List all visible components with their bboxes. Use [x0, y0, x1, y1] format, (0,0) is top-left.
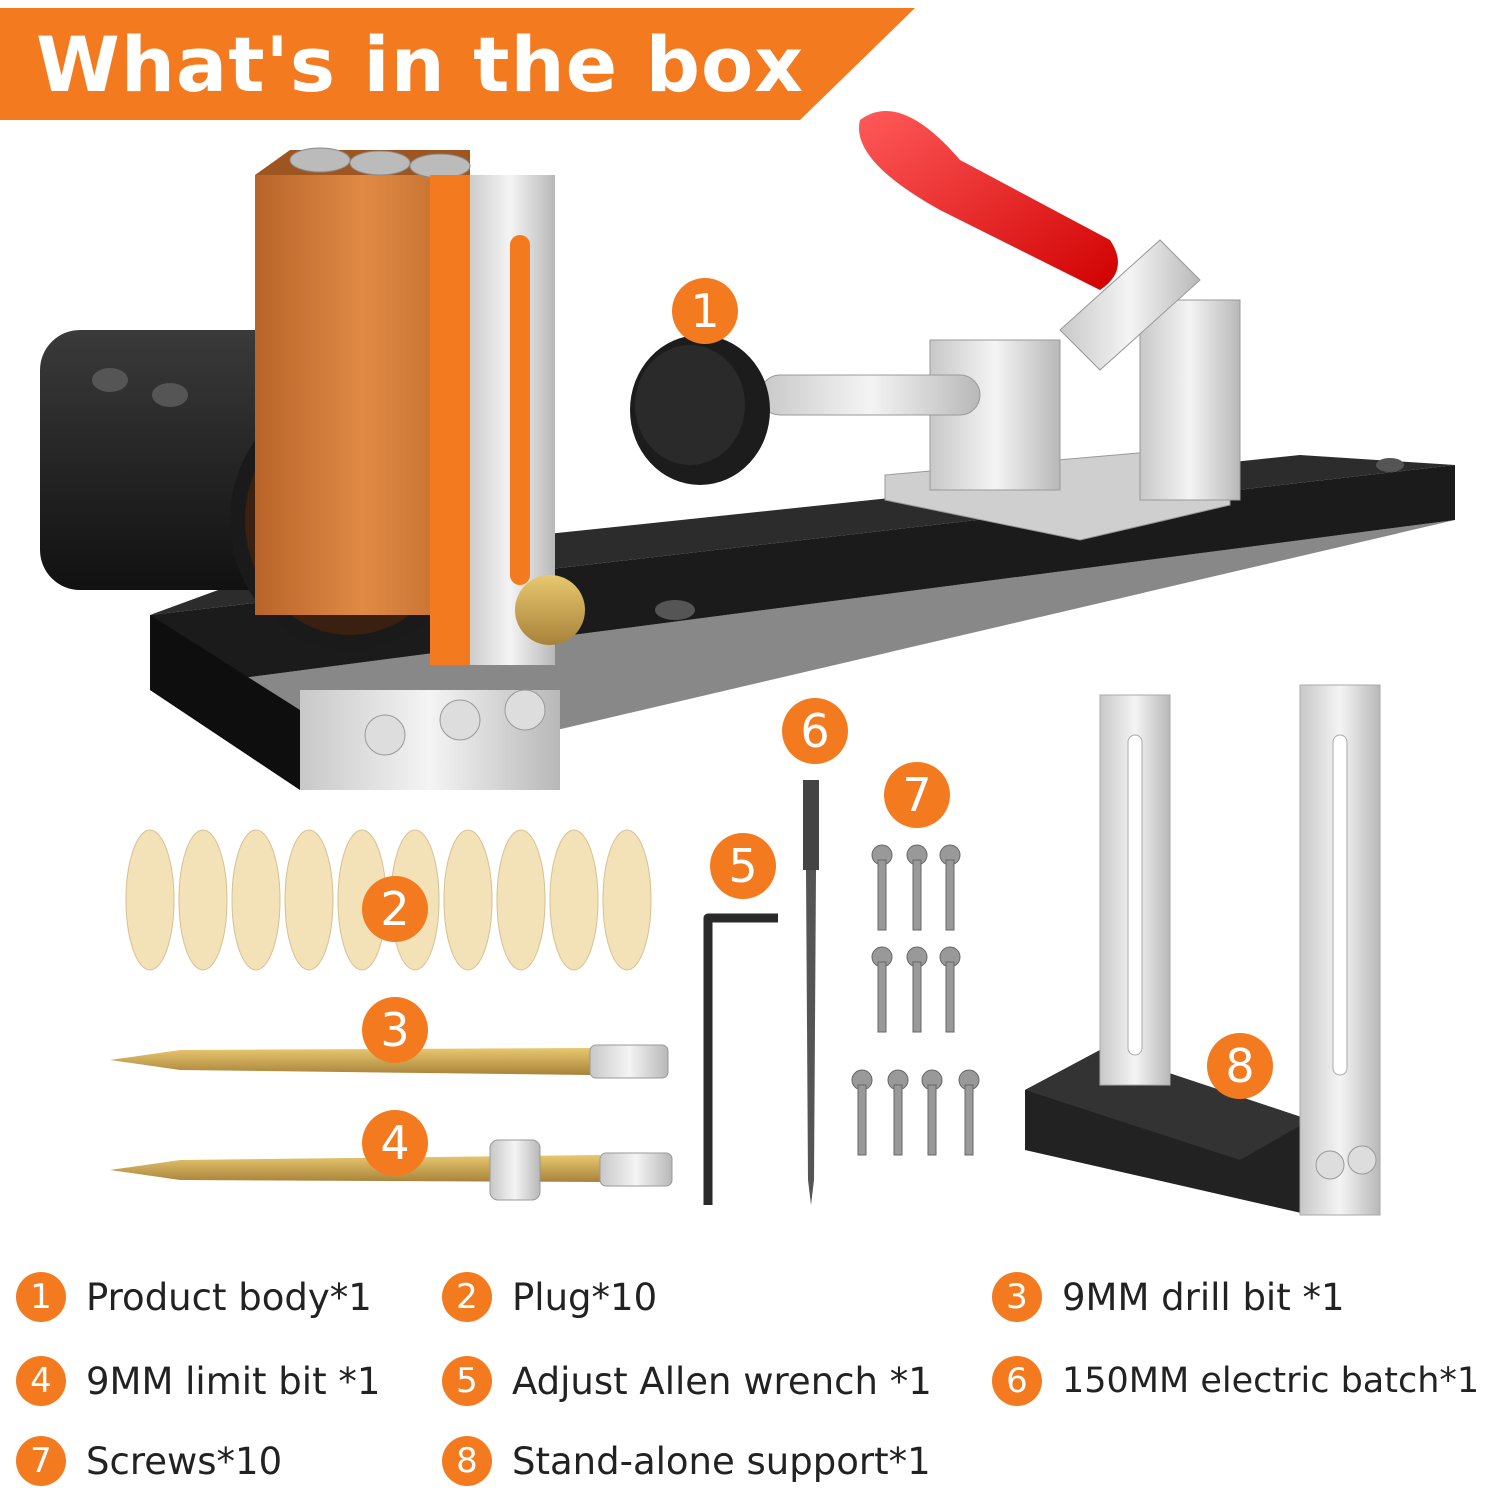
legend-item-7: 7 Screws*10	[16, 1436, 282, 1486]
legend-number: 4	[16, 1356, 66, 1406]
legend-item-8: 8 Stand-alone support*1	[442, 1436, 931, 1486]
legend-label: Adjust Allen wrench *1	[512, 1359, 932, 1403]
legend-number: 5	[442, 1356, 492, 1406]
header-banner: What's in the box	[0, 8, 915, 120]
callout-6: 6	[782, 698, 848, 764]
screws-group	[851, 844, 980, 1156]
callout-2: 2	[362, 876, 428, 942]
legend-item-6: 6 150MM electric batch*1	[992, 1356, 1479, 1406]
banner-title: What's in the box	[36, 20, 805, 109]
legend-label: 9MM limit bit *1	[86, 1359, 381, 1403]
legend-item-4: 4 9MM limit bit *1	[16, 1356, 380, 1406]
callout-5: 5	[710, 833, 776, 899]
driver-bit	[803, 780, 819, 1205]
callout-4: 4	[362, 1110, 428, 1176]
stand-alone-support	[1025, 684, 1381, 1216]
product-illustration	[40, 111, 1455, 1216]
legend-label: Plug*10	[512, 1275, 658, 1319]
legend-label: 9MM drill bit *1	[1062, 1275, 1345, 1319]
legend-label: Stand-alone support*1	[512, 1439, 931, 1483]
banner-shape	[0, 8, 915, 120]
legend-item-1: 1 Product body*1	[16, 1272, 372, 1322]
callout-1: 1	[672, 278, 738, 344]
callout-7: 7	[884, 762, 950, 828]
legend-number: 1	[16, 1272, 66, 1322]
contents-legend: 1 Product body*1 2 Plug*10 3 9MM drill b…	[0, 1256, 1498, 1498]
legend-item-3: 3 9MM drill bit *1	[992, 1272, 1345, 1322]
legend-label: 150MM electric batch*1	[1062, 1361, 1480, 1401]
legend-label: Screws*10	[86, 1439, 283, 1483]
toggle-clamp	[630, 111, 1241, 541]
allen-wrench	[703, 913, 778, 1205]
legend-number: 3	[992, 1272, 1042, 1322]
callout-8: 8	[1207, 1033, 1273, 1099]
legend-label: Product body*1	[86, 1275, 372, 1319]
drill-bit	[110, 1044, 669, 1079]
drill-guide-block	[255, 147, 585, 665]
legend-number: 2	[442, 1272, 492, 1322]
legend-number: 6	[992, 1356, 1042, 1406]
callout-3: 3	[362, 997, 428, 1063]
legend-item-5: 5 Adjust Allen wrench *1	[442, 1356, 932, 1406]
legend-item-2: 2 Plug*10	[442, 1272, 657, 1322]
legend-number: 7	[16, 1436, 66, 1486]
limit-bit	[110, 1139, 673, 1201]
legend-number: 8	[442, 1436, 492, 1486]
